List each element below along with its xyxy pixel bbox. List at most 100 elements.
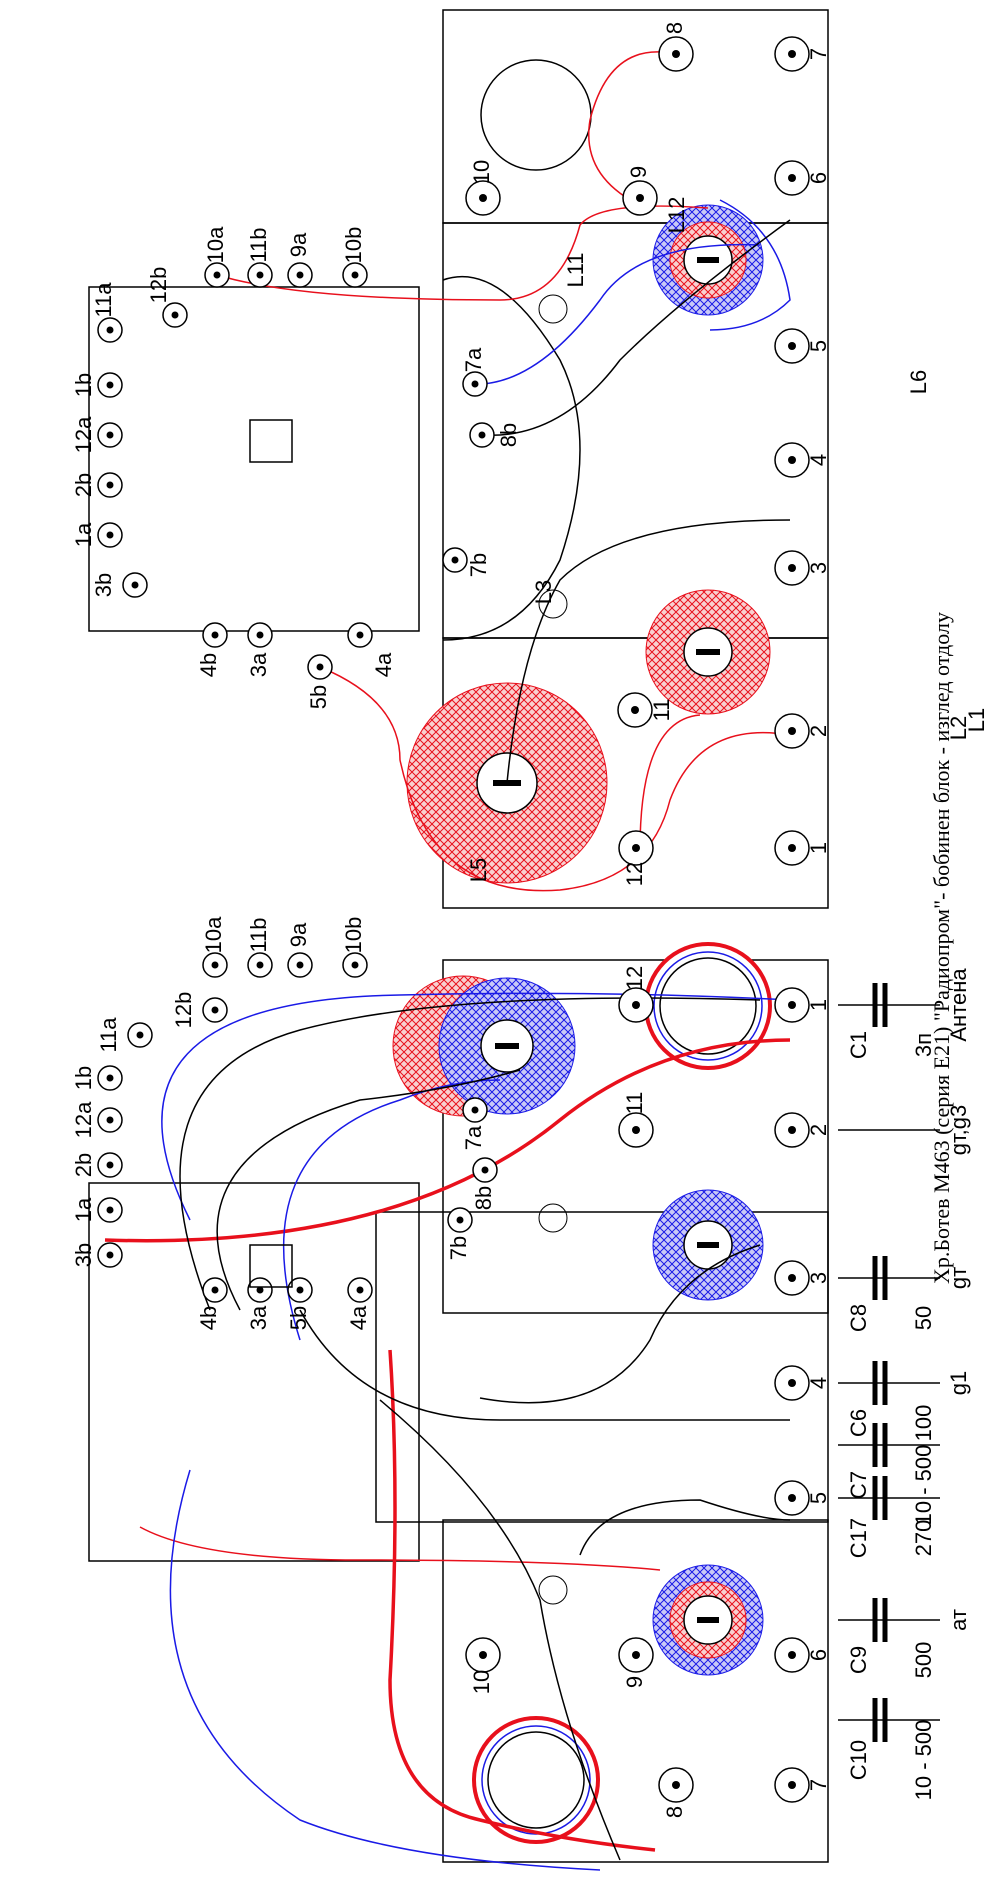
bottom-component-signal-6: ат: [946, 1609, 971, 1631]
left-pin-3: [774, 1260, 810, 1296]
bottom-component-name-c7: C7: [846, 1471, 871, 1499]
left-contact-12b: [202, 997, 228, 1023]
right-contact-11b: [247, 262, 273, 288]
bottom-component-value-c8: 50: [911, 1306, 936, 1330]
left-pin-label-3: 3: [806, 1272, 831, 1284]
right-contact-4a: [347, 622, 373, 648]
right-wiring: [216, 51, 791, 892]
left-switch-plate: [88, 1182, 420, 1562]
right-contact-label-2b: 2b: [71, 473, 96, 497]
right-arc-outline: [442, 275, 581, 641]
left-contact-12a: [97, 1107, 123, 1133]
bottom-component-c8: [838, 1256, 940, 1300]
left-coil-label-l1: L1: [964, 708, 989, 732]
right-contact-3a: [247, 622, 273, 648]
right-contact-label-3b: 3b: [91, 573, 116, 597]
right-contact-label-1a: 1a: [71, 522, 96, 547]
bottom-component-c10: [838, 1698, 940, 1742]
left-pin-7: [774, 1767, 810, 1803]
right-contact-label-8b: 8b: [496, 423, 521, 447]
right-contact-label-3a: 3a: [246, 652, 271, 677]
right-pin-7: [774, 36, 810, 72]
right-pin-label-11: 11: [649, 699, 674, 722]
right-pin-label-2: 2: [806, 725, 831, 737]
left-boards: [88, 959, 829, 1863]
left-coils: [392, 942, 772, 1844]
right-pin-3: [774, 550, 810, 586]
left-contact-label-5b: 5b: [286, 1306, 311, 1330]
right-contact-7b: [442, 547, 468, 573]
left-pin-11: [618, 1112, 654, 1148]
left-pin-6: [774, 1637, 810, 1673]
right-contact-3b: [122, 572, 148, 598]
right-contact-label-11a: 11a: [91, 282, 116, 318]
left-pin-label-2: 2: [806, 1124, 831, 1136]
left-contact-label-7b: 7b: [446, 1236, 471, 1260]
right-pin-12: [618, 830, 654, 866]
right-pin-label-9: 9: [626, 166, 651, 178]
right-pin-label-12: 12: [622, 862, 647, 886]
left-wiring: [104, 992, 791, 1871]
left-pin-label-8: 8: [662, 1806, 687, 1818]
left-contact-label-1a: 1a: [71, 1197, 96, 1222]
left-contact-11b: [247, 952, 273, 978]
right-contact-10a: [204, 262, 230, 288]
left-board-mid: [375, 1211, 829, 1523]
right-pin-8: [658, 36, 694, 72]
left-board-bottom: [442, 1519, 829, 1863]
left-contact-label-7a: 7a: [461, 1125, 486, 1150]
left-pin-label-4: 4: [806, 1377, 831, 1389]
left-pin-1: [774, 987, 810, 1023]
right-pin-1: [774, 830, 810, 866]
right-contact-7a: [462, 371, 488, 397]
left-contact-3a: [247, 1277, 273, 1303]
left-contact-label-4b: 4b: [196, 1306, 221, 1330]
left-pin-2: [774, 1112, 810, 1148]
right-contact-2b: [97, 472, 123, 498]
left-contact-label-9a: 9a: [286, 922, 311, 947]
right-contact-label-5b: 5b: [306, 685, 331, 709]
left-contact-7b: [447, 1207, 473, 1233]
bottom-component-value-c1: 3п: [911, 1033, 936, 1057]
left-contact-8b: [472, 1157, 498, 1183]
left-contact-4a: [347, 1277, 373, 1303]
left-pin-label-10: 10: [469, 1670, 494, 1694]
right-contact-label-9a: 9a: [286, 232, 311, 257]
bottom-component-name-c9: C9: [846, 1646, 871, 1674]
bottom-component-name-c1: C1: [846, 1031, 871, 1059]
left-contact-label-11b: 11b: [246, 917, 271, 952]
left-pin-10: [465, 1637, 501, 1673]
bottom-component-value-c9: 500: [911, 1642, 936, 1679]
bottom-component-c1: [838, 983, 940, 1027]
bottom-component-signal-0: Антена: [946, 968, 971, 1042]
bottom-component-c17: [838, 1476, 940, 1520]
bottom-component-value-c6: 100: [911, 1405, 936, 1442]
right-pin-label-8: 8: [662, 22, 687, 34]
right-coil-label-l12: L12: [664, 197, 689, 234]
right-pin-label-7: 7: [806, 48, 831, 60]
left-pin-label-1: 1: [806, 999, 831, 1011]
left-contact-label-12b: 12b: [171, 992, 196, 1029]
left-coil-label-l6: L6: [906, 370, 931, 394]
right-pin-5: [774, 328, 810, 364]
bottom-component-c9: [838, 1598, 940, 1642]
right-contact-label-10b: 10b: [341, 227, 366, 264]
right-contact-label-7b: 7b: [466, 553, 491, 577]
right-contact-5b: [307, 654, 333, 680]
right-pin-2: [774, 713, 810, 749]
left-board-top: [442, 959, 829, 1314]
bottom-component-value-c7: 10 - 500: [911, 1445, 936, 1526]
left-contact-label-12a: 12a: [71, 1101, 96, 1138]
right-contact-1b: [97, 372, 123, 398]
bottom-component-c7: [838, 1423, 940, 1467]
coil-l7-left: [472, 1716, 600, 1844]
right-contact-label-12b: 12b: [146, 267, 171, 304]
bottom-component-signal-1: gт,g3: [946, 1105, 971, 1155]
left-pin-label-5: 5: [806, 1492, 831, 1504]
left-contact-10b: [342, 952, 368, 978]
left-pin-label-11: 11: [622, 1092, 647, 1115]
bottom-component-name-c17: C17: [846, 1518, 871, 1558]
left-contact-7a: [462, 1097, 488, 1123]
left-contact-label-4a: 4a: [346, 1305, 371, 1330]
